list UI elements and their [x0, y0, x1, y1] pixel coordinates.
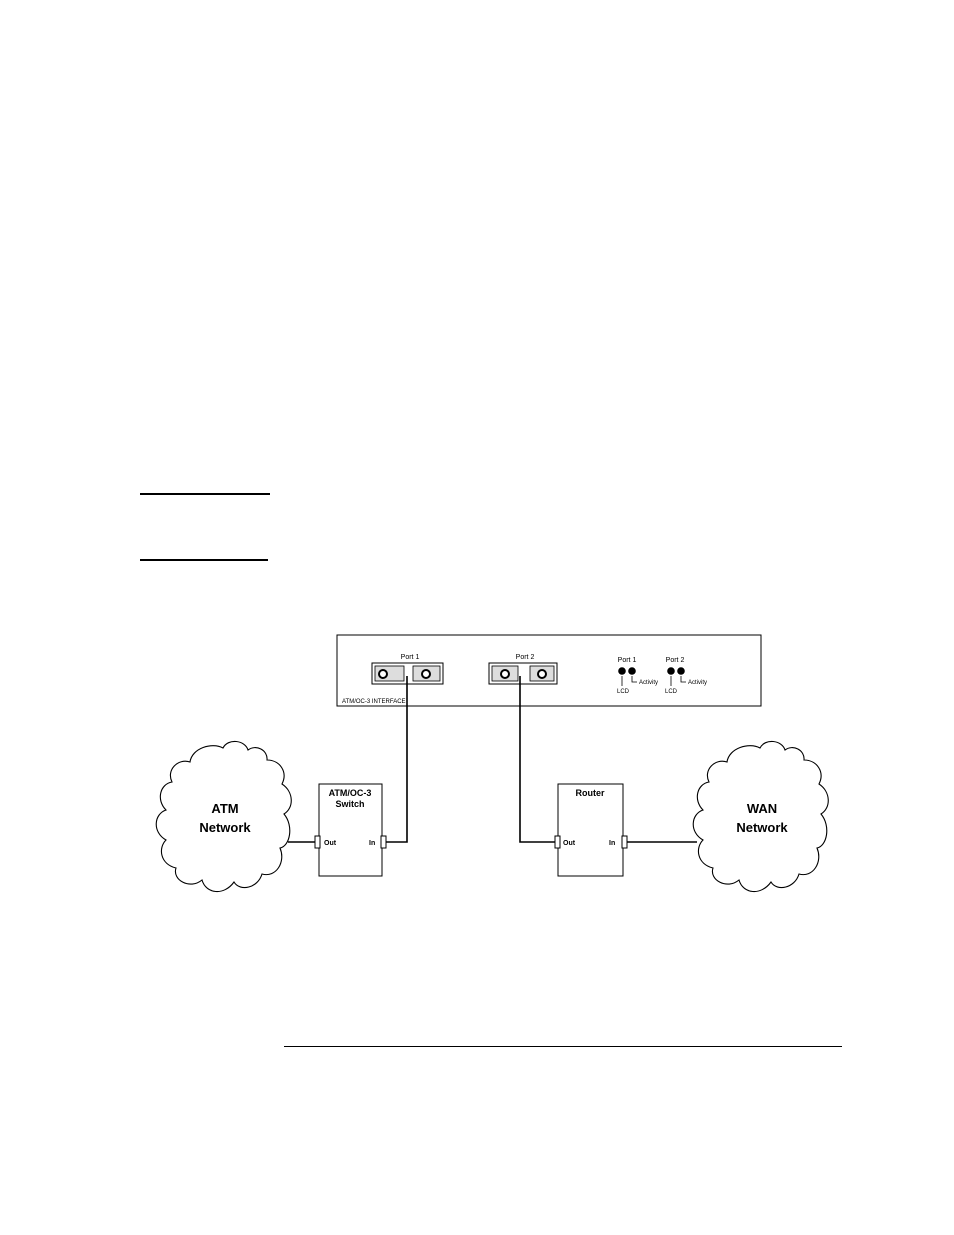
lcd-led-1: [618, 667, 626, 675]
wan-network-line1: WAN: [747, 801, 777, 816]
cables: [288, 676, 697, 843]
lcd-label-1: LCD: [617, 689, 630, 695]
wan-network-cloud: WAN Network: [692, 740, 829, 893]
router-box: Router Out In: [554, 783, 628, 877]
led-group-port-1: Port 1 LCD Activity: [617, 657, 658, 695]
atm-network-line2: Network: [199, 820, 251, 835]
activity-led-1: [628, 667, 636, 675]
led-group-1-label: Port 1: [618, 657, 637, 664]
lcd-led-2: [667, 667, 675, 675]
atm-switch-box: ATM/OC-3 Switch Out In: [314, 783, 387, 877]
router-in-port: [621, 835, 628, 849]
switch-out-label: Out: [324, 840, 337, 847]
port-1-connector: Port 1: [371, 654, 444, 685]
switch-out-port: [314, 835, 321, 849]
switch-title-line1: ATM/OC-3: [329, 788, 372, 798]
router-out-port: [554, 835, 561, 849]
lcd-label-2: LCD: [665, 689, 678, 695]
led-group-port-2: Port 2 LCD Activity: [665, 657, 707, 695]
wan-network-line2: Network: [736, 820, 788, 835]
port-2-label: Port 2: [516, 654, 535, 661]
margin-rule-upper: [140, 493, 270, 495]
router-out-label: Out: [563, 840, 576, 847]
router-title: Router: [576, 788, 605, 798]
atm-network-line1: ATM: [211, 801, 238, 816]
activity-led-2: [677, 667, 685, 675]
switch-title-line2: Switch: [335, 799, 364, 809]
router-in-label: In: [609, 840, 615, 847]
port-2-connector: Port 2: [488, 654, 558, 685]
switch-in-port: [380, 835, 387, 849]
led-group-2-label: Port 2: [666, 657, 685, 664]
margin-rule-lower: [140, 559, 268, 561]
footer-rule: [284, 1046, 842, 1047]
switch-in-label: In: [369, 840, 375, 847]
interface-label: ATM/OC-3 INTERFACE: [342, 699, 406, 705]
atm-network-cloud: ATM Network: [155, 740, 292, 893]
activity-label-2: Activity: [688, 680, 707, 686]
activity-label-1: Activity: [639, 680, 658, 686]
port-1-label: Port 1: [401, 654, 420, 661]
interface-panel: ATM/OC-3 INTERFACE Port 1 Port 2 Port 1: [336, 634, 762, 707]
